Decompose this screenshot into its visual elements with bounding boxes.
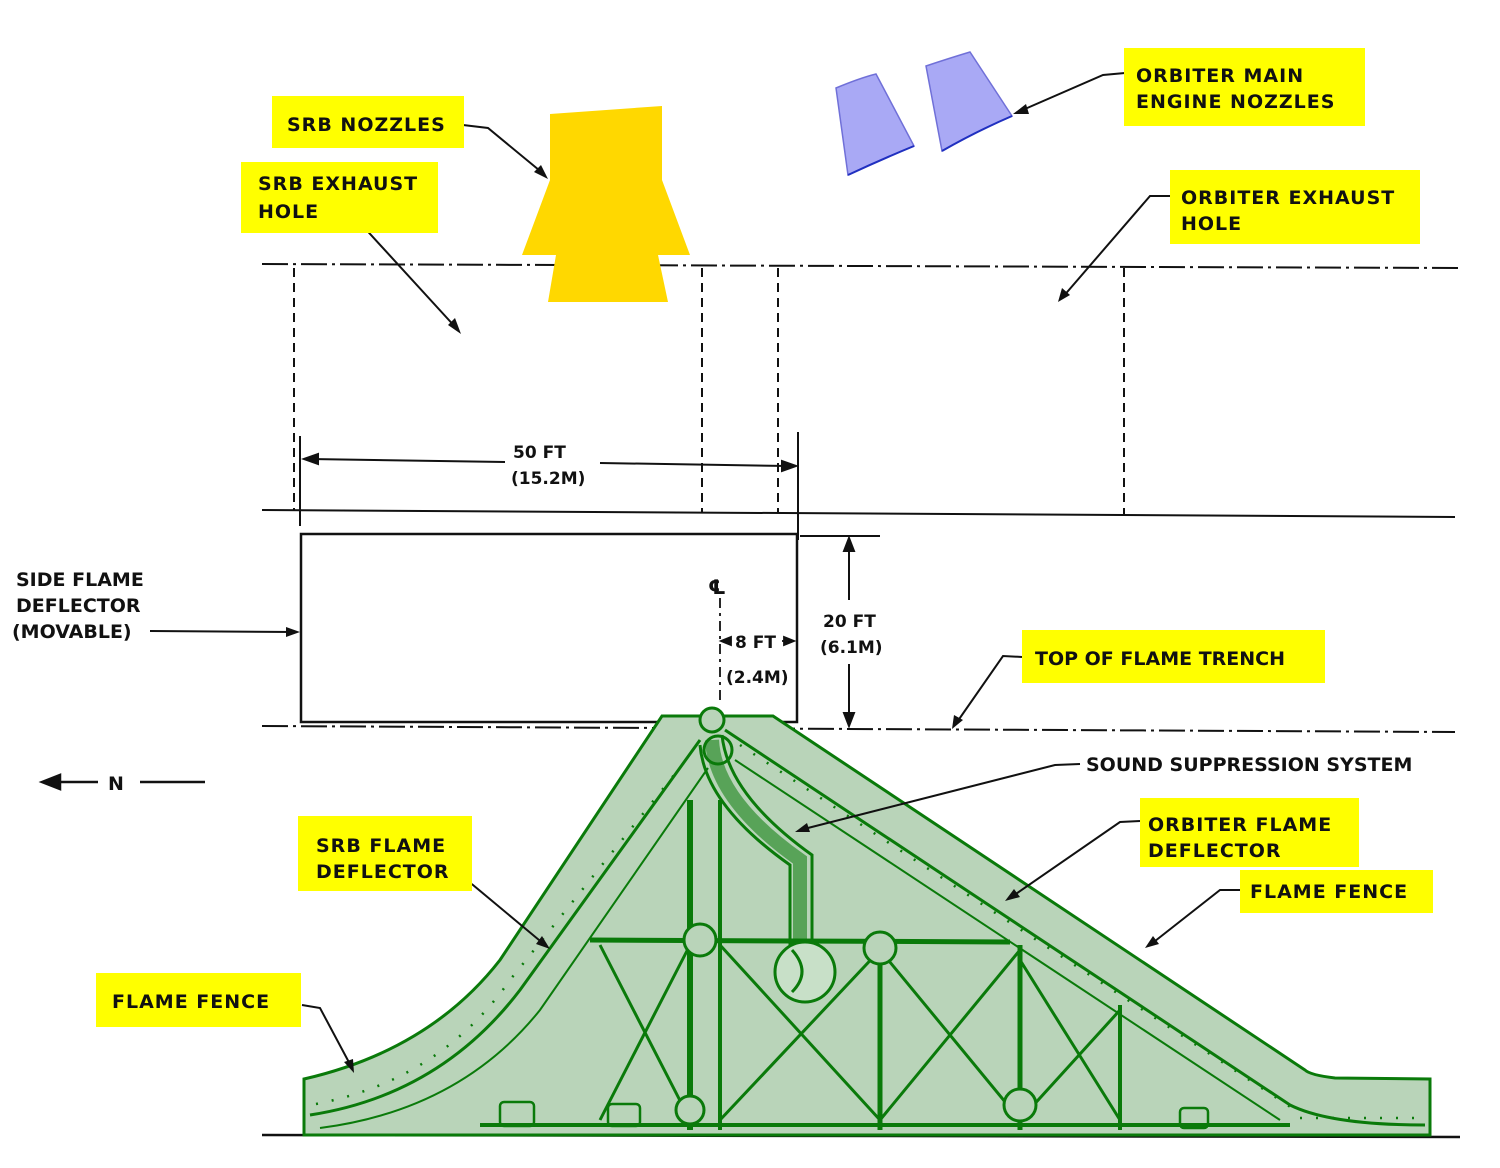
flame-deflector-structure — [302, 706, 1432, 1137]
label-side-flame-deflector: SIDE FLAME DEFLECTOR (MOVABLE) — [12, 569, 144, 643]
svg-text:FLAME FENCE: FLAME FENCE — [1250, 881, 1408, 903]
width-dimension-ft: 50 FT — [513, 443, 566, 463]
leader-orbiter-main-engine — [1017, 72, 1126, 113]
height-dimension — [800, 535, 880, 729]
svg-text:TOP OF FLAME TRENCH: TOP OF FLAME TRENCH — [1035, 648, 1285, 670]
north-label: N — [108, 773, 124, 795]
svg-text:SRB FLAME: SRB FLAME — [316, 835, 446, 857]
label-top-of-flame-trench: TOP OF FLAME TRENCH — [1022, 630, 1325, 683]
svg-text:HOLE: HOLE — [258, 201, 319, 223]
svg-text:SIDE FLAME: SIDE FLAME — [16, 569, 144, 591]
offset-dimension-m: (2.4M) — [726, 668, 789, 688]
srb-nozzle — [522, 106, 690, 302]
svg-text:ORBITER MAIN: ORBITER MAIN — [1136, 65, 1304, 87]
label-srb-flame-deflector: SRB FLAME DEFLECTOR — [298, 816, 472, 891]
svg-text:SRB NOZZLES: SRB NOZZLES — [287, 114, 446, 136]
leader-flame-fence-left — [301, 1004, 353, 1069]
width-dimension — [301, 452, 799, 473]
centerline-symbol: ℄ — [708, 575, 726, 599]
exhaust-hole-bottom-line — [261, 509, 1456, 518]
orbiter-engine-nozzles — [835, 51, 1014, 177]
svg-text:ENGINE NOZZLES: ENGINE NOZZLES — [1136, 91, 1335, 113]
height-dimension-ft: 20 FT — [823, 612, 876, 632]
leader-side-flame-deflector — [149, 630, 295, 633]
leader-flame-fence-right — [1149, 889, 1240, 946]
label-flame-fence-left: FLAME FENCE — [96, 973, 301, 1027]
label-orbiter-flame-deflector: ORBITER FLAME DEFLECTOR — [1140, 798, 1359, 867]
width-dimension-m: (15.2M) — [511, 469, 585, 489]
label-sound-suppression-system: SOUND SUPPRESSION SYSTEM — [1086, 754, 1412, 776]
leader-sound-suppression — [799, 763, 1081, 831]
label-srb-exhaust-hole: SRB EXHAUST HOLE — [241, 162, 438, 233]
svg-text:HOLE: HOLE — [1181, 213, 1242, 235]
side-flame-deflector — [299, 532, 799, 724]
leader-orbiter-flame-deflector — [1009, 820, 1141, 899]
leader-top-of-flame-trench — [954, 654, 1023, 726]
exhaust-hole-top-line — [261, 263, 1461, 269]
svg-text:DEFLECTOR: DEFLECTOR — [16, 595, 141, 617]
svg-text:ORBITER FLAME: ORBITER FLAME — [1148, 814, 1332, 836]
svg-text:SRB EXHAUST: SRB EXHAUST — [258, 173, 418, 195]
svg-text:DEFLECTOR: DEFLECTOR — [1148, 840, 1282, 862]
svg-text:DEFLECTOR: DEFLECTOR — [316, 861, 450, 883]
north-arrow — [38, 773, 205, 791]
label-flame-fence-right: FLAME FENCE — [1240, 870, 1433, 913]
top-of-trench-line — [261, 725, 1456, 733]
deflector-body — [302, 714, 1432, 1137]
offset-dimension-ft: 8 FT — [735, 633, 776, 653]
leader-arrowheads — [286, 104, 1159, 1073]
offset-dimension — [718, 598, 797, 700]
label-orbiter-exhaust-hole: ORBITER EXHAUST HOLE — [1170, 170, 1420, 244]
svg-text:(MOVABLE): (MOVABLE) — [12, 621, 132, 643]
svg-text:FLAME FENCE: FLAME FENCE — [112, 991, 270, 1013]
height-dimension-m: (6.1M) — [820, 638, 883, 658]
svg-text:ORBITER EXHAUST: ORBITER EXHAUST — [1181, 187, 1395, 209]
label-orbiter-main-engine-nozzles: ORBITER MAIN ENGINE NOZZLES — [1124, 48, 1365, 126]
leader-orbiter-exhaust-hole — [1061, 195, 1170, 299]
label-srb-nozzles: SRB NOZZLES — [272, 96, 464, 148]
leader-srb-nozzles — [462, 124, 546, 176]
